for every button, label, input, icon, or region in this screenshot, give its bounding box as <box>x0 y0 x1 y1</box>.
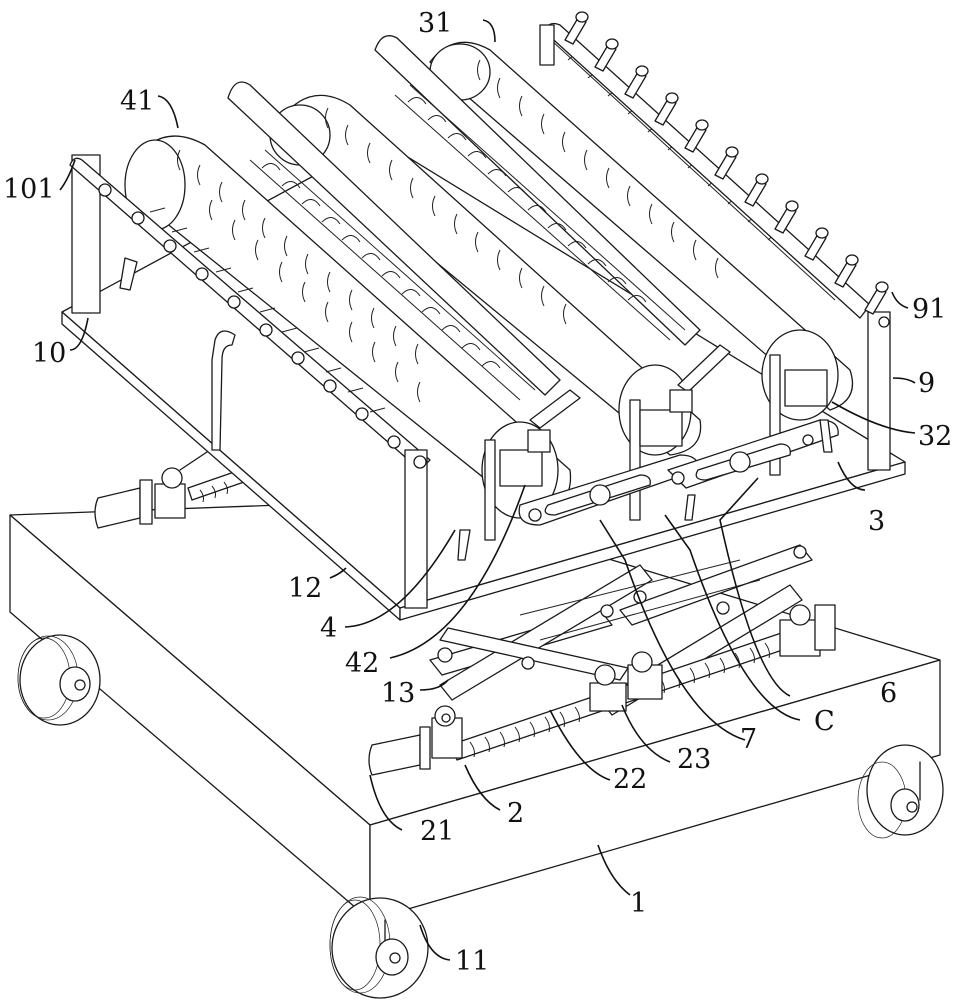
label-32: 32 <box>918 421 952 452</box>
label-91: 91 <box>912 294 946 325</box>
label-7: 7 <box>740 724 757 755</box>
label-4: 4 <box>320 613 337 644</box>
label-31: 31 <box>418 8 452 39</box>
label-1: 1 <box>630 888 647 919</box>
label-10: 10 <box>32 338 66 369</box>
label-2: 2 <box>507 798 524 829</box>
label-41: 41 <box>120 86 154 117</box>
label-21: 21 <box>420 816 454 847</box>
label-9: 9 <box>918 368 935 399</box>
label-13: 13 <box>381 678 415 709</box>
wheel-rear-left <box>18 635 100 725</box>
label-12: 12 <box>288 573 322 604</box>
label-23: 23 <box>677 744 711 775</box>
label-101: 101 <box>3 174 55 205</box>
label-6: 6 <box>880 678 897 709</box>
label-C: C <box>814 706 835 737</box>
label-22: 22 <box>613 764 647 795</box>
label-3: 3 <box>868 506 885 537</box>
label-11: 11 <box>455 946 489 977</box>
label-42: 42 <box>345 648 379 679</box>
wheel-front-left <box>330 897 428 998</box>
